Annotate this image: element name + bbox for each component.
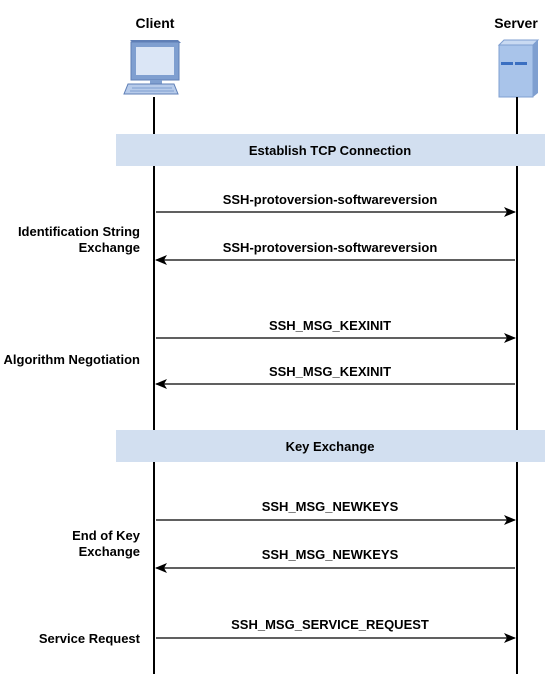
message-label: SSH_MSG_NEWKEYS xyxy=(262,547,399,562)
server-icon xyxy=(497,39,540,98)
message-5: SSH_MSG_NEWKEYS xyxy=(156,499,516,525)
message-7: SSH_MSG_SERVICE_REQUEST xyxy=(156,617,516,643)
message-label: SSH-protoversion-softwareversion xyxy=(223,240,438,255)
server-label: Server xyxy=(494,15,538,31)
phase-label-line: End of Key xyxy=(72,528,141,543)
message-6: SSH_MSG_NEWKEYS xyxy=(155,547,515,573)
computer-icon xyxy=(123,40,181,95)
phase-identification: Identification String Exchange xyxy=(18,224,140,255)
band-label: Key Exchange xyxy=(286,439,375,454)
message-3: SSH_MSG_KEXINIT xyxy=(156,318,516,343)
message-4: SSH_MSG_KEXINIT xyxy=(155,364,515,389)
phase-label-line: Service Request xyxy=(39,631,141,646)
band-establish-tcp: Establish TCP Connection xyxy=(116,134,545,166)
message-label: SSH_MSG_SERVICE_REQUEST xyxy=(231,617,429,632)
band-label: Establish TCP Connection xyxy=(249,143,411,158)
phase-label-line: Exchange xyxy=(79,544,140,559)
message-label: SSH_MSG_KEXINIT xyxy=(269,364,391,379)
message-label: SSH_MSG_NEWKEYS xyxy=(262,499,399,514)
message-label: SSH_MSG_KEXINIT xyxy=(269,318,391,333)
phase-label-line: Algorithm Negotiation xyxy=(4,352,141,367)
client-label: Client xyxy=(136,15,175,31)
phase-algorithm-negotiation: Algorithm Negotiation xyxy=(4,352,141,367)
message-1: SSH-protoversion-softwareversion xyxy=(156,192,516,217)
phase-label-line: Exchange xyxy=(79,240,140,255)
phase-end-of-key-exchange: End of Key Exchange xyxy=(72,528,141,559)
phase-label-line: Identification String xyxy=(18,224,140,239)
message-label: SSH-protoversion-softwareversion xyxy=(223,192,438,207)
message-2: SSH-protoversion-softwareversion xyxy=(155,240,515,265)
band-key-exchange: Key Exchange xyxy=(116,430,545,462)
phase-service-request: Service Request xyxy=(39,631,141,646)
